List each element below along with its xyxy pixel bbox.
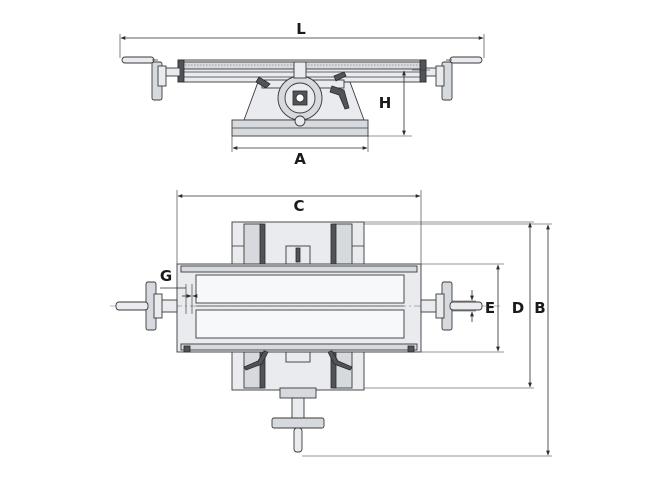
left-handwheel-front bbox=[121, 56, 181, 101]
top-view: C bbox=[110, 190, 552, 457]
left-handwheel-top bbox=[115, 281, 178, 331]
lock-levers-top bbox=[243, 350, 353, 371]
center-handwheel bbox=[277, 61, 323, 127]
dimension-L: L bbox=[119, 20, 485, 58]
dimension-E: E bbox=[452, 290, 495, 322]
label-C: C bbox=[293, 197, 304, 215]
label-L: L bbox=[296, 20, 306, 38]
dimension-G: G bbox=[160, 267, 198, 314]
dimension-H: H bbox=[368, 69, 430, 137]
right-handwheel-top bbox=[420, 281, 483, 331]
lock-levers-front bbox=[255, 71, 350, 110]
label-G: G bbox=[160, 267, 172, 285]
dimension-A: A bbox=[231, 136, 369, 168]
label-B: B bbox=[534, 299, 545, 317]
label-A: A bbox=[294, 150, 306, 168]
dimension-B: B bbox=[302, 223, 552, 457]
label-E: E bbox=[485, 299, 495, 317]
label-D: D bbox=[512, 299, 524, 317]
dimension-D: D bbox=[421, 263, 524, 353]
label-H: H bbox=[379, 94, 392, 112]
bottom-handwheel bbox=[271, 387, 325, 453]
dimension-C: C bbox=[176, 190, 422, 264]
dimension-B-inner bbox=[364, 221, 534, 389]
right-handwheel-front bbox=[425, 56, 483, 101]
front-view: L bbox=[119, 20, 485, 168]
